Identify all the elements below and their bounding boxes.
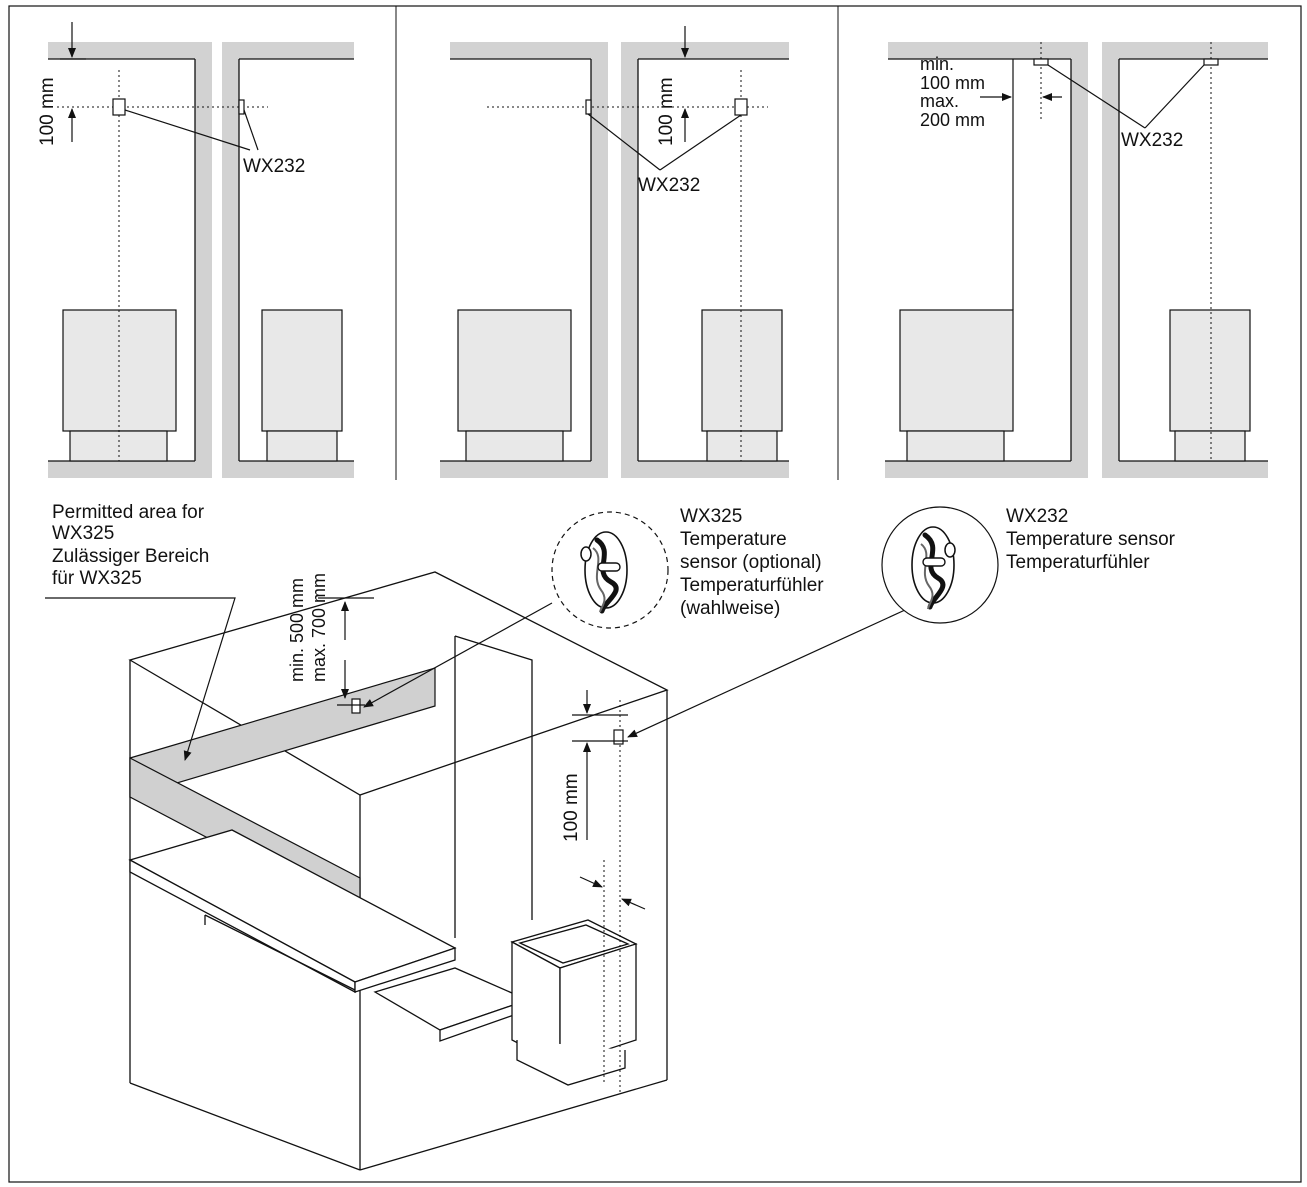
dim-label: min. [920, 54, 954, 74]
dim-label-100mm: 100 mm [561, 773, 582, 842]
dim-label: 100 mm [920, 73, 985, 93]
sensor-wx232-icon [734, 98, 748, 116]
bench [128, 829, 530, 1042]
sensor-wx232-icon [238, 99, 245, 115]
area-label: Zulässiger Bereich [52, 546, 209, 567]
height-label: min. 500 mm [287, 578, 307, 682]
area-label: für WX325 [52, 568, 142, 589]
sensor-wx232-icon [1033, 58, 1049, 66]
area-label: Permitted area for [52, 502, 205, 523]
dim-label: 200 mm [920, 110, 985, 130]
dim-label-100mm: 100 mm [656, 77, 677, 146]
iso-sauna: Permitted area for WX325 Zulässiger Bere… [45, 502, 906, 1171]
sensor-wx232-icon [1203, 58, 1219, 66]
wall-section [48, 42, 354, 478]
temperature-sensor-icon [911, 526, 956, 610]
wx325-label: (wahlweise) [680, 598, 780, 619]
iso-heater [510, 919, 638, 1086]
wx325-label: Temperaturfühler [680, 575, 824, 596]
sensor-label: WX232 [243, 156, 305, 177]
panel-1: 100 mm WX232 [37, 22, 354, 478]
wx325-callout: WX325 Temperature sensor (optional) Temp… [551, 506, 824, 629]
sensor-label: WX232 [1121, 130, 1183, 151]
wx325-label: sensor (optional) [680, 552, 822, 573]
sensor-wx232-icon [112, 98, 126, 116]
dim-label: max. [920, 91, 959, 111]
heater [62, 309, 343, 462]
sensor-wx325-icon [351, 698, 361, 714]
wx325-label: Temperature [680, 529, 787, 550]
wx325-label: WX325 [680, 506, 742, 527]
sensor-label: WX232 [638, 175, 700, 196]
area-label: WX325 [52, 523, 114, 544]
dim-label-100mm: 100 mm [37, 77, 58, 146]
sensor-wx232-icon [585, 99, 592, 115]
wx232-callout: WX232 Temperature sensor Temperaturfühle… [881, 506, 1176, 624]
sauna-box [128, 571, 669, 1171]
height-label: max. 700 mm [309, 573, 329, 682]
panel-2: 100 mm WX232 [440, 26, 789, 478]
wx232-label: Temperaturfühler [1006, 552, 1150, 573]
wx232-label: WX232 [1006, 506, 1068, 527]
temperature-sensor-icon [580, 531, 628, 614]
panel-3: min. 100 mm max. 200 mm WX232 [885, 42, 1268, 478]
frame-border [8, 5, 1302, 1183]
sensor-wx232-icon [613, 729, 624, 745]
wx232-label: Temperature sensor [1006, 529, 1176, 550]
